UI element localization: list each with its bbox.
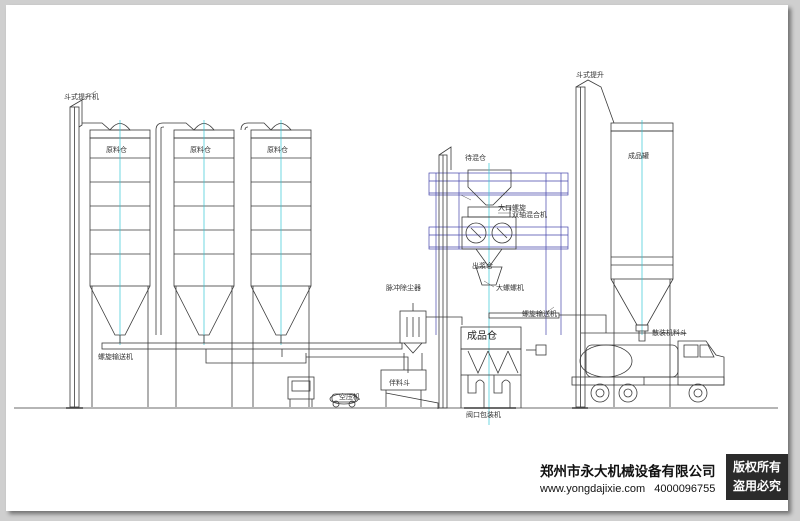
- label-outfeed-bin: 出浆仓: [472, 261, 493, 270]
- bucket-elevator-right: [572, 79, 615, 409]
- feed-pipes: [82, 122, 272, 335]
- copyright-line-1: 版权所有: [732, 460, 781, 474]
- diagram-labels: 斗式提升机 原料仓 原料仓 原料仓 螺旋输送机 待混仓 大口螺旋 双轴混合机 出…: [64, 70, 687, 419]
- label-bulk-loader: 散装机料斗: [652, 328, 687, 337]
- bucket-elevator-tower: [438, 146, 452, 409]
- company-contact: www.yongdajixie.com 4000096755: [540, 483, 726, 495]
- silo-1: [89, 120, 151, 407]
- company-watermark: 郑州市永大机械设备有限公司 www.yongdajixie.com 400009…: [536, 454, 788, 500]
- label-premix-bin: 待混仓: [465, 153, 486, 162]
- product-tank: [610, 120, 674, 407]
- silo-3: [250, 120, 312, 407]
- screw-conveyor-mid: [559, 314, 686, 334]
- finished-bin: [460, 326, 547, 376]
- label-mixer-tank: 伴料斗: [389, 378, 410, 387]
- bulk-truck: [571, 340, 725, 403]
- label-screw-machine: 大螺螺机: [496, 283, 524, 292]
- label-packer: 阀口包装机: [466, 410, 501, 419]
- outfeed-hopper: [475, 266, 560, 319]
- label-silo-2: 原料仓: [190, 145, 211, 154]
- copyright-badge: 版权所有 盗用必究: [726, 454, 788, 500]
- company-name: 郑州市永大机械设备有限公司: [540, 463, 716, 480]
- valve-packers: [460, 375, 522, 409]
- label-screw-conveyor-left: 螺旋输送机: [98, 352, 133, 361]
- label-screw-conveyor-mid: 螺旋输送机: [522, 309, 557, 318]
- label-dust-collector: 脉冲除尘器: [386, 283, 421, 292]
- screw-conveyors-bottom: [101, 335, 409, 373]
- copyright-line-2: 盗用必究: [732, 479, 781, 493]
- label-silo-3: 原料仓: [267, 145, 288, 154]
- double-shaft-mixer: [461, 206, 517, 268]
- premix-bin: [467, 163, 512, 425]
- label-silo-1: 原料仓: [106, 145, 127, 154]
- company-phone: 4000096755: [654, 482, 716, 495]
- mixer-tank: [380, 369, 439, 409]
- process-flow-diagram: 斗式提升机 原料仓 原料仓 原料仓 螺旋输送机 待混仓 大口螺旋 双轴混合机 出…: [14, 70, 778, 425]
- diagram-frame: 斗式提升机 原料仓 原料仓 原料仓 螺旋输送机 待混仓 大口螺旋 双轴混合机 出…: [6, 5, 788, 511]
- company-website: www.yongdajixie.com: [540, 482, 646, 495]
- bucket-elevator-left: [66, 99, 83, 409]
- label-mixer-top: 大口螺旋: [498, 203, 526, 212]
- mixing-tower-frame: [428, 172, 569, 335]
- leader-lines: [81, 90, 555, 314]
- silo-2: [173, 120, 235, 407]
- watermark-info: 郑州市永大机械设备有限公司 www.yongdajixie.com 400009…: [536, 454, 726, 500]
- air-compressor: [287, 376, 359, 408]
- label-mixer: 双轴混合机: [512, 210, 547, 219]
- dust-collector: [399, 303, 463, 370]
- label-finished-bin: 成品仓: [467, 329, 497, 342]
- label-product-tank: 成品罐: [628, 151, 649, 160]
- label-air-compressor: 空压机: [339, 392, 360, 401]
- label-elevator-right: 斗式提升: [576, 70, 604, 79]
- label-bucket-elevator-left: 斗式提升机: [64, 92, 99, 101]
